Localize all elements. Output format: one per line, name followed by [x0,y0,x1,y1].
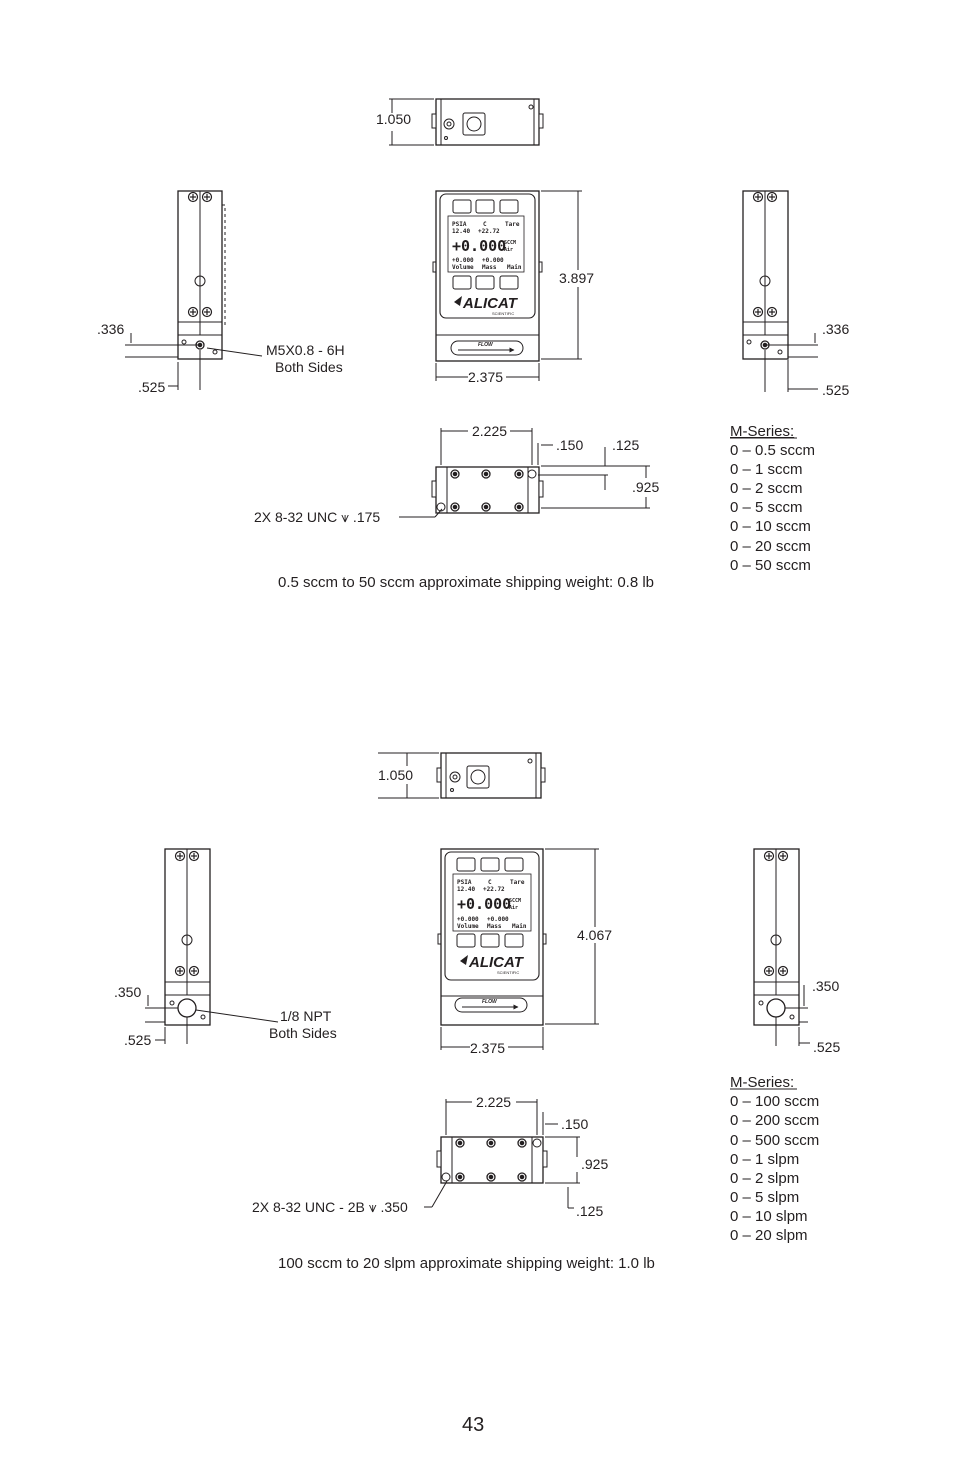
range-item: 0 – 5 slpm [730,1189,799,1206]
lcd-volume-label: Volume [457,923,479,930]
range-item: 0 – 10 sccm [730,518,811,535]
lcd-mass-value: +0.000 [482,257,504,264]
range-item: 0 – 50 sccm [730,557,811,574]
dim-left-width: .525 [138,379,165,395]
weight-note: 100 sccm to 20 slpm approximate shipping… [278,1255,655,1272]
dim-top-height: 1.050 [376,111,411,127]
right-side-view-2 [753,848,810,1046]
lcd-psia-value: 12.40 [457,886,475,893]
dim-front-height: 4.067 [577,927,612,943]
brand-logo: ALICAT [468,954,525,971]
range-item: 0 – 1 sccm [730,461,803,478]
range-item: 0 – 1 slpm [730,1151,799,1168]
page-number: 43 [462,1414,484,1436]
section-1-labels: 1.050 3.897 2.375 .336 .525 M5X0.8 - 6H … [97,111,849,591]
dim-bottom-inset: .125 [576,1203,603,1219]
port-note-line-2: Both Sides [275,359,343,375]
dim-left-offset: .336 [97,321,124,337]
left-side-view-1 [125,190,263,390]
dim-front-height: 3.897 [559,270,594,286]
lcd-c-value: +22.72 [483,886,505,893]
device-screen-2: PSIA C Tare 12.40 +22.72 +0.000 SCCM Air… [457,879,527,1005]
series-title: M-Series: [730,423,794,440]
lcd-tare-label: Tare [510,879,525,886]
lcd-unit: SCCM [509,898,521,904]
device-screen-1: PSIA C Tare 12.40 +22.72 +0.000 SCCM Air… [452,221,522,348]
lcd-main-value: +0.000 [457,895,511,913]
section-2-labels: 1.050 4.067 2.375 .350 .525 1/8 NPT Both… [114,767,840,1272]
section-1 [125,98,818,518]
brand-logo: ALICAT [462,295,519,312]
lcd-main-label: Main [507,264,522,271]
range-item: 0 – 2 slpm [730,1170,799,1187]
range-item: 0 – 500 sccm [730,1132,819,1149]
range-item: 0 – 200 sccm [730,1112,819,1129]
right-side-view-1 [742,190,818,392]
dim-right-offset: .336 [822,321,849,337]
mount-note: 2X 8-32 UNC ⩛ .175 [254,509,380,525]
weight-note: 0.5 sccm to 50 sccm approximate shipping… [278,574,654,591]
port-note-line-2: Both Sides [269,1025,337,1041]
dim-bottom-edge: .150 [561,1116,588,1132]
lcd-gas: Air [509,905,518,911]
lcd-c-value: +22.72 [478,228,500,235]
range-item: 0 – 2 sccm [730,480,803,497]
lcd-psia-label: PSIA [457,879,472,886]
brand-sub: SCIENTIFIC [497,970,519,975]
lcd-mass-label: Mass [482,264,497,271]
brand-sub: SCIENTIFIC [492,311,514,316]
logo-mark-icon [460,955,468,965]
front-view-1 [432,190,582,381]
dim-front-width: 2.375 [468,369,503,385]
range-item: 0 – 20 sccm [730,538,811,555]
lcd-tare-label: Tare [505,221,520,228]
top-view-1 [389,98,544,146]
series-title: M-Series: [730,1074,794,1091]
top-view-2 [378,752,546,799]
flow-label: FLOW [478,342,494,348]
lcd-volume-value: +0.000 [452,257,474,264]
dim-bottom-inset: .125 [612,437,639,453]
dim-bottom-span: 2.225 [472,423,507,439]
section-2 [145,752,810,1209]
lcd-volume-label: Volume [452,264,474,271]
lcd-mass-label: Mass [487,923,502,930]
range-item: 0 – 20 slpm [730,1227,808,1244]
lcd-c-label: C [488,879,492,886]
port-note-line-1: 1/8 NPT [280,1008,332,1024]
range-item: 0 – 0.5 sccm [730,442,815,459]
range-item: 0 – 100 sccm [730,1093,819,1110]
left-side-view-2 [145,848,279,1044]
dim-right-width: .525 [813,1039,840,1055]
lcd-main-label: Main [512,923,527,930]
range-item: 0 – 5 sccm [730,499,803,516]
dim-bottom-depth: .925 [581,1156,608,1172]
dim-right-offset: .350 [812,978,839,994]
lcd-gas: Air [504,247,513,253]
lcd-psia-label: PSIA [452,221,467,228]
mount-note: 2X 8-32 UNC - 2B ⩛ .350 [252,1199,408,1215]
bottom-view-2 [424,1099,580,1209]
flow-label: FLOW [482,999,498,1005]
dim-bottom-edge: .150 [556,437,583,453]
bottom-view-1 [399,428,650,518]
logo-mark-icon [454,296,462,306]
front-view-2 [437,848,599,1050]
lcd-psia-value: 12.40 [452,228,470,235]
range-item: 0 – 10 slpm [730,1208,808,1225]
lcd-mass-value: +0.000 [487,916,509,923]
lcd-main-value: +0.000 [452,237,506,255]
dim-right-width: .525 [822,382,849,398]
dim-bottom-depth: .925 [632,479,659,495]
dim-front-width: 2.375 [470,1040,505,1056]
lcd-unit: SCCM [504,240,516,246]
port-note-line-1: M5X0.8 - 6H [266,342,345,358]
lcd-volume-value: +0.000 [457,916,479,923]
lcd-c-label: C [483,221,487,228]
dim-left-width: .525 [124,1032,151,1048]
dim-left-offset: .350 [114,984,141,1000]
dim-bottom-span: 2.225 [476,1094,511,1110]
dim-top-height: 1.050 [378,767,413,783]
